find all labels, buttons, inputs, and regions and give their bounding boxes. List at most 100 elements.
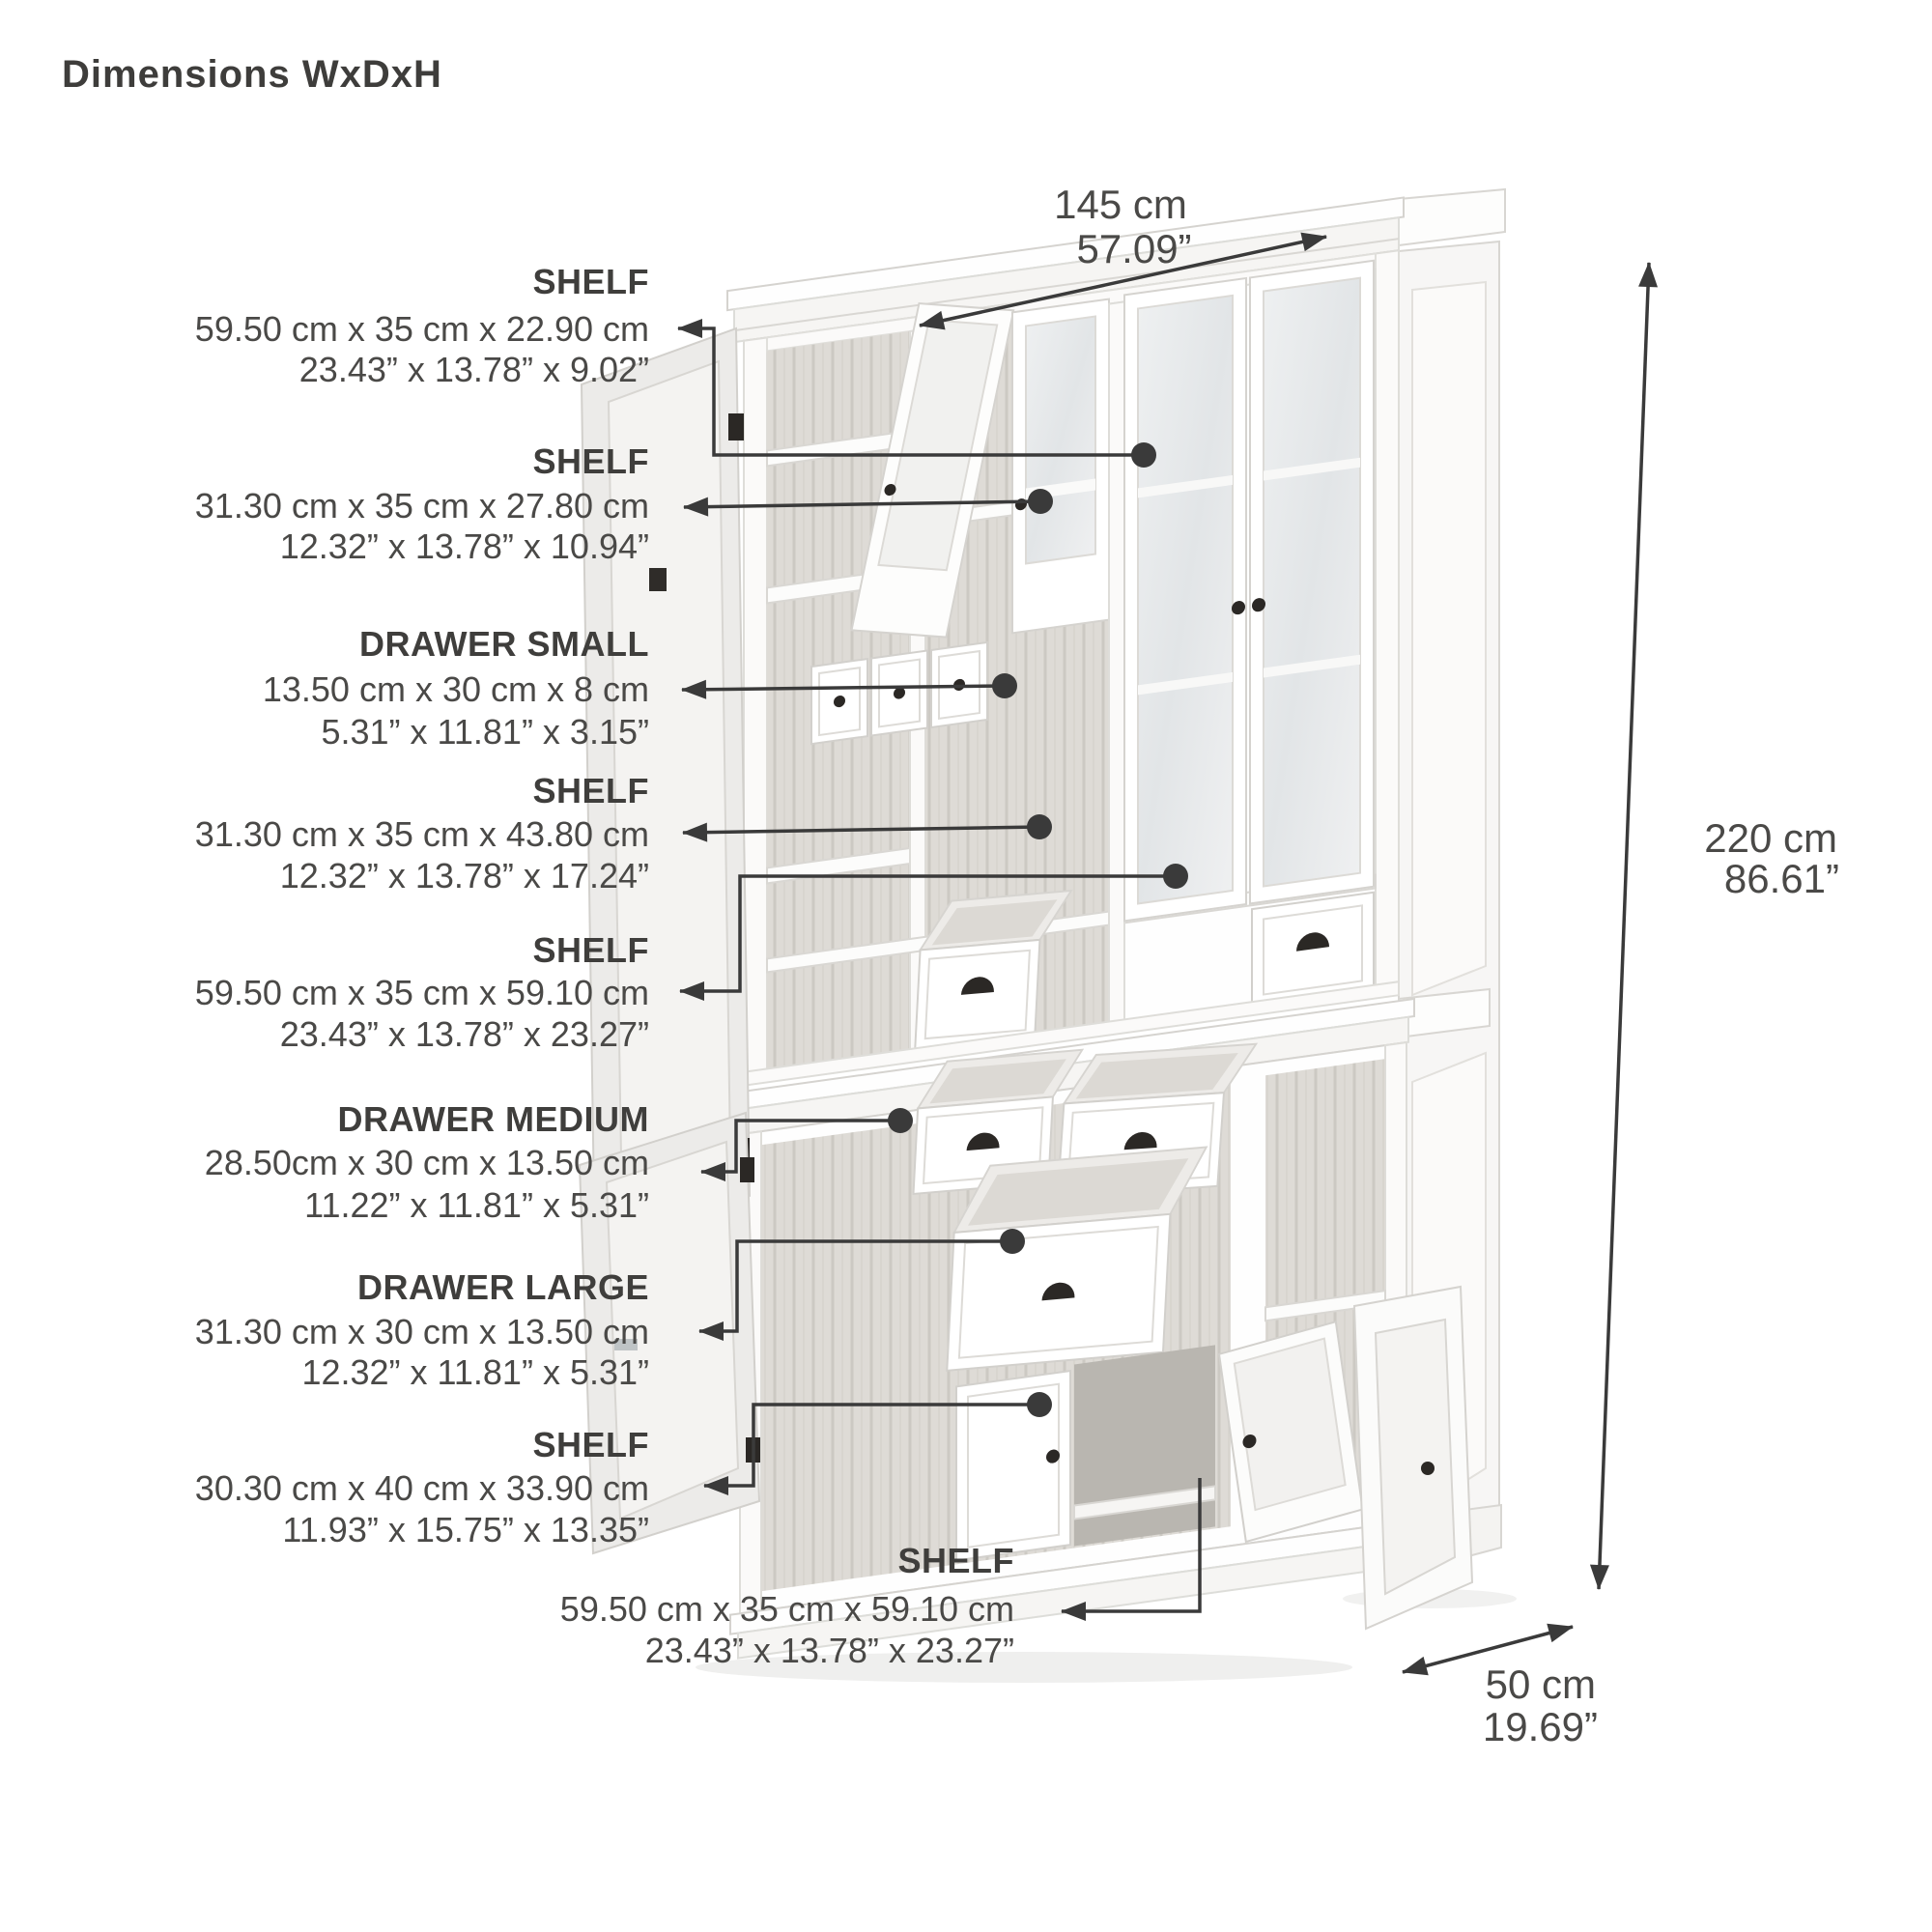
callout-drawer-medium: DRAWER MEDIUM 28.50cm x 30 cm x 13.50 cm…: [205, 1099, 649, 1225]
callout-drawer-small: DRAWER SMALL 13.50 cm x 30 cm x 8 cm 5.3…: [263, 624, 649, 752]
depth-in-label: 19.69”: [1483, 1704, 1598, 1749]
hutch-middle-section: [766, 298, 1377, 1048]
hutch-left-door-open: [580, 327, 752, 1267]
depth-cm-label: 50 cm: [1486, 1662, 1596, 1707]
drawer-medium-open-left: [912, 1048, 1085, 1196]
leader-shelf-1: [677, 319, 1144, 457]
door-knob: [884, 484, 896, 497]
leader-dot: [1028, 489, 1053, 514]
door-knob: [1421, 1462, 1435, 1475]
callout-shelf-9: SHELF 59.50 cm x 35 cm x 59.10 cm 23.43”…: [560, 1541, 1014, 1670]
crown-side-return: [1398, 187, 1506, 247]
callout-name: DRAWER MEDIUM: [338, 1099, 649, 1139]
glass-door-left: [1123, 276, 1247, 923]
door-knob: [1242, 1434, 1257, 1449]
callout-metric: 30.30 cm x 40 cm x 33.90 cm: [195, 1468, 649, 1508]
callout-name: SHELF: [532, 441, 649, 481]
height-arrow: [1589, 262, 1659, 1590]
small-glass-door-closed: [1011, 298, 1110, 635]
callout-shelf-1: SHELF 59.50 cm x 35 cm x 22.90 cm 23.43”…: [195, 262, 649, 389]
cup-handle: [960, 977, 994, 995]
hinge: [728, 413, 744, 440]
leader-dot: [888, 1108, 913, 1133]
page-title: Dimensions WxDxH: [62, 53, 442, 96]
callout-imperial: 11.22” x 11.81” x 5.31”: [304, 1185, 649, 1225]
callout-shelf-8: SHELF 30.30 cm x 40 cm x 33.90 cm 11.93”…: [195, 1425, 649, 1549]
width-cm-label: 145 cm: [1054, 182, 1187, 227]
height-cm-label: 220 cm: [1704, 815, 1837, 861]
cup-handle: [1041, 1282, 1075, 1301]
buffet-left-opening: [761, 1123, 912, 1592]
cup-handle: [1296, 932, 1329, 952]
callout-imperial: 23.43” x 13.78” x 23.27”: [645, 1631, 1014, 1670]
hinge: [740, 1157, 754, 1182]
width-arrow: [919, 232, 1327, 330]
callout-metric: 28.50cm x 30 cm x 13.50 cm: [205, 1143, 649, 1182]
cup-handle: [1123, 1132, 1157, 1151]
leader-dot: [992, 673, 1017, 698]
leader-shelf-4: [682, 822, 1040, 842]
callout-metric: 59.50 cm x 35 cm x 59.10 cm: [195, 973, 649, 1012]
leader-dot: [1163, 864, 1188, 889]
callout-metric: 13.50 cm x 30 cm x 8 cm: [263, 669, 649, 709]
door-latch: [649, 568, 667, 591]
callout-imperial: 23.43” x 13.78” x 23.27”: [280, 1014, 649, 1054]
callout-metric: 31.30 cm x 35 cm x 43.80 cm: [195, 814, 649, 854]
leader-dot: [1027, 814, 1052, 839]
cabinet-front: [725, 196, 1419, 1660]
callout-drawer-large: DRAWER LARGE 31.30 cm x 30 cm x 13.50 cm…: [195, 1267, 649, 1392]
glass-door-right: [1249, 259, 1375, 905]
callout-imperial: 12.32” x 13.78” x 17.24”: [280, 856, 649, 895]
callout-imperial: 5.31” x 11.81” x 3.15”: [321, 712, 649, 752]
leader-shelf-2: [683, 497, 1041, 517]
callout-labels: SHELF 59.50 cm x 35 cm x 22.90 cm 23.43”…: [195, 262, 1014, 1670]
door-knob: [1046, 1449, 1060, 1463]
callout-name: SHELF: [532, 771, 649, 810]
drawer-small-2: [870, 649, 928, 737]
floor-shadow: [696, 1652, 1352, 1683]
door-knob: [1252, 598, 1265, 612]
buffet-left-door-open: [578, 1111, 761, 1555]
leader-dot: [1027, 1392, 1052, 1417]
callout-metric: 59.50 cm x 35 cm x 22.90 cm: [195, 309, 649, 349]
width-in-label: 57.09”: [1076, 226, 1191, 271]
cup-handle: [966, 1132, 1000, 1151]
callout-imperial: 23.43” x 13.78” x 9.02”: [299, 350, 649, 389]
centre-door-open: [1217, 1320, 1364, 1544]
door-latch: [614, 1339, 638, 1350]
callout-name: SHELF: [897, 1541, 1014, 1580]
buffet-centre-compartment: [955, 1320, 1364, 1562]
depth-arrow: [1402, 1623, 1574, 1676]
callout-metric: 31.30 cm x 35 cm x 27.80 cm: [195, 486, 649, 526]
cabinet-illustration: [578, 187, 1517, 1683]
callout-name: DRAWER SMALL: [359, 624, 649, 664]
callout-leaders: [677, 319, 1202, 1621]
leader-drawer-small: [681, 679, 1006, 699]
callout-name: SHELF: [532, 1425, 649, 1464]
leader-shelf-8: [703, 1403, 1039, 1495]
callout-name: SHELF: [532, 930, 649, 970]
drawer-large-open: [946, 1146, 1208, 1372]
callout-metric: 31.30 cm x 30 cm x 13.50 cm: [195, 1312, 649, 1351]
buffet-right-shelf: [1264, 1289, 1386, 1322]
hutch-top-unit: [743, 249, 1400, 1087]
leader-shelf-9: [1061, 1478, 1202, 1621]
hutch-drawer-open: [914, 889, 1073, 1051]
callout-imperial: 11.93” x 15.75” x 13.35”: [282, 1510, 649, 1549]
callout-shelf-2: SHELF 31.30 cm x 35 cm x 27.80 cm 12.32”…: [195, 441, 649, 566]
callout-imperial: 12.32” x 13.78” x 10.94”: [280, 526, 649, 566]
overall-dimensions: 145 cm 57.09” 220 cm 86.61” 50 cm 19.69”: [919, 182, 1839, 1749]
leader-dot: [1131, 442, 1156, 468]
callout-shelf-4: SHELF 31.30 cm x 35 cm x 43.80 cm 12.32”…: [195, 771, 649, 895]
drawer-small-1: [810, 657, 868, 746]
shelf-bottom: [1073, 1485, 1216, 1520]
callout-name: DRAWER LARGE: [357, 1267, 649, 1307]
buffet-base-unit: [725, 997, 1419, 1660]
buffet-right-door-open: [1352, 1285, 1474, 1631]
leader-drawer-large: [698, 1239, 1012, 1341]
callout-name: SHELF: [532, 262, 649, 301]
centre-door-closed: [955, 1369, 1071, 1562]
callout-metric: 59.50 cm x 35 cm x 59.10 cm: [560, 1589, 1014, 1629]
